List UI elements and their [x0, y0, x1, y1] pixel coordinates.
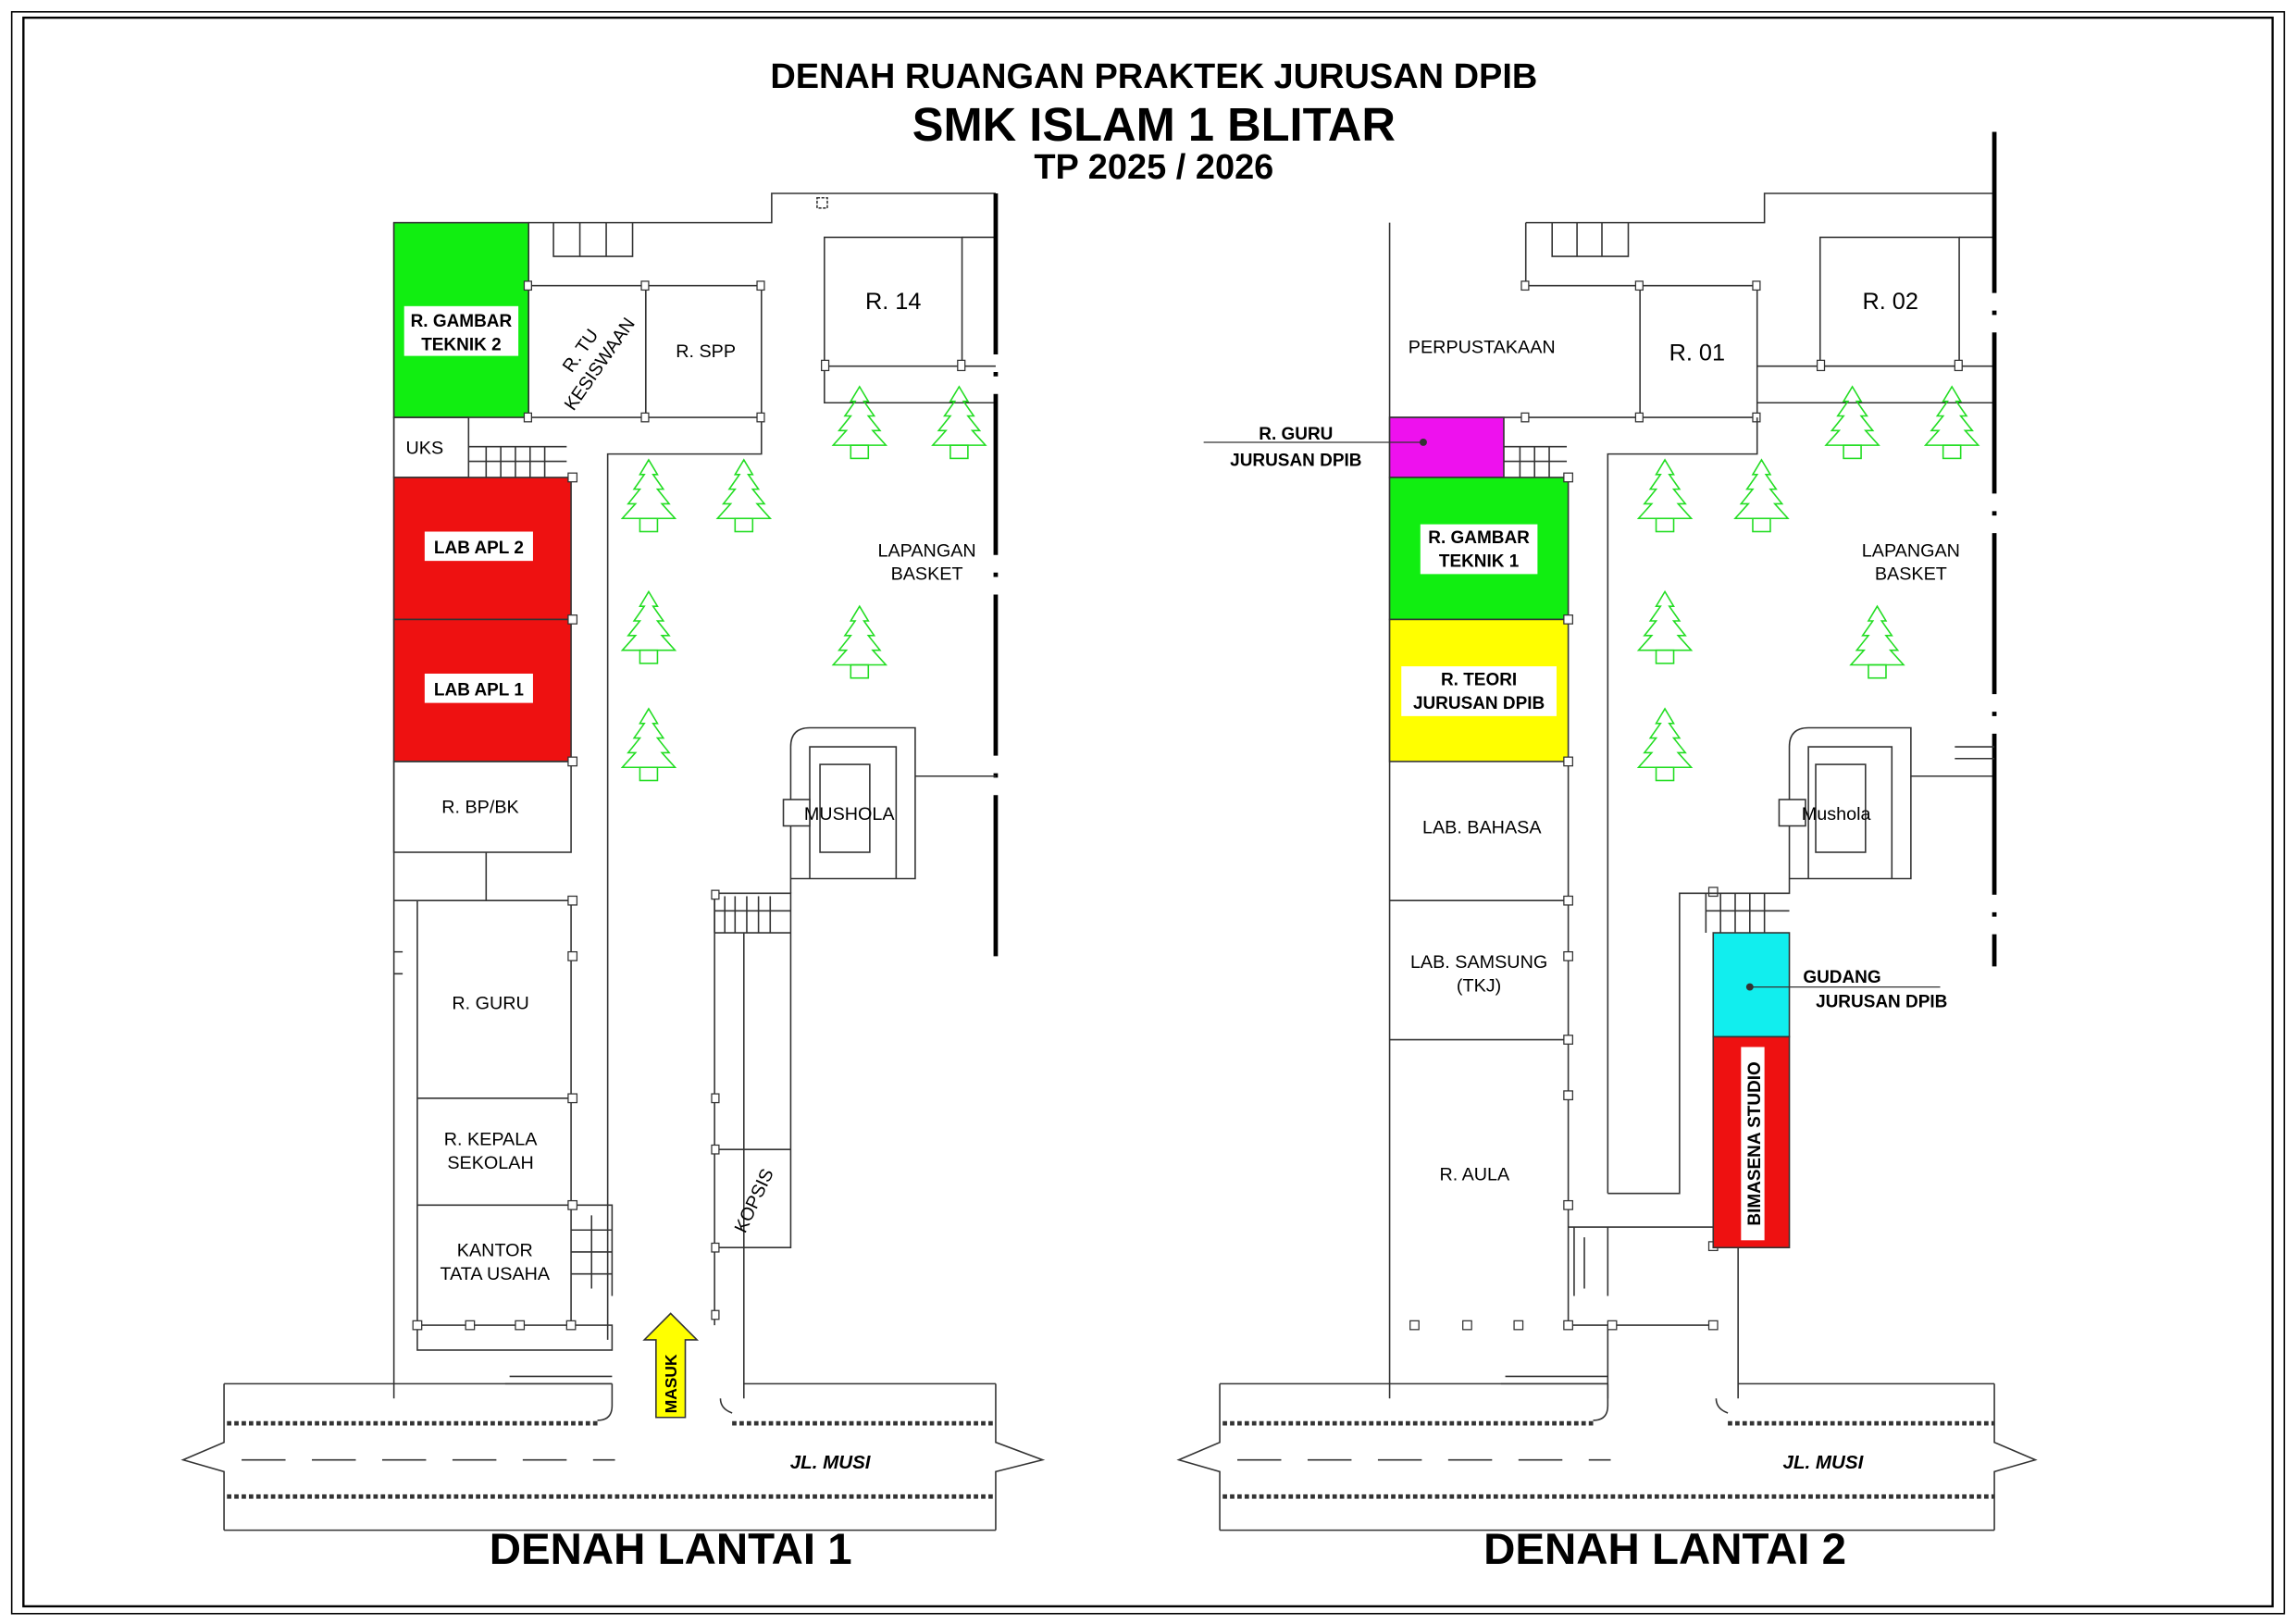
label-lab-apl-2: LAB APL 2 — [434, 539, 524, 558]
inner-border — [22, 16, 2274, 1608]
label-gambar-1-l2: TEKNIK 1 — [1439, 552, 1520, 571]
label-kepsek-l1: R. KEPALA — [444, 1129, 539, 1149]
label-gambar-2-l2: TEKNIK 2 — [421, 335, 501, 354]
street-name-2: JL. MUSI — [1783, 1452, 1865, 1473]
room-guru-jurusan-dpib — [1388, 416, 1505, 478]
label-uks: UKS — [406, 439, 444, 459]
label-lapangan-1-l2: BASKET — [891, 564, 963, 585]
label-masuk: MASUK — [662, 1354, 680, 1413]
label-bpbk: R. BP/BK — [441, 797, 518, 817]
label-gudang-l2: JURUSAN DPIB — [1816, 993, 1947, 1012]
label-gambar-1-l1: R. GAMBAR — [1428, 528, 1530, 548]
label-guru-dpib-l2: JURUSAN DPIB — [1230, 451, 1361, 470]
floor-1-plan: R. GAMBAR TEKNIK 2 R. TU KESISWAAN R. SP… — [180, 192, 1046, 1574]
label-lab-apl-1: LAB APL 1 — [434, 681, 524, 700]
street-1: JL. MUSI — [180, 1382, 1046, 1531]
label-kepsek-l2: SEKOLAH — [447, 1153, 533, 1173]
outer-border — [10, 10, 2286, 1615]
label-r01: R. 01 — [1669, 340, 1725, 366]
label-guru: R. GURU — [452, 993, 528, 1013]
label-bimasena: BIMASENA STUDIO — [1745, 1061, 1765, 1225]
label-samsung-l1: LAB. SAMSUNG — [1410, 952, 1547, 973]
entrance-arrow-icon: MASUK — [642, 1312, 700, 1419]
label-r14: R. 14 — [865, 289, 921, 315]
label-mushola-2: Mushola — [1802, 804, 1871, 824]
floor-2-caption: DENAH LANTAI 2 — [1483, 1525, 1846, 1574]
title-line-2: SMK ISLAM 1 BLITAR — [912, 98, 1396, 151]
label-gambar-2-l1: R. GAMBAR — [411, 312, 513, 331]
title-line-3: TP 2025 / 2026 — [1034, 148, 1273, 187]
label-lapangan-1-l1: LAPANGAN — [877, 540, 975, 561]
label-guru-dpib-l1: R. GURU — [1259, 425, 1333, 444]
label-kantor-l1: KANTOR — [457, 1241, 533, 1261]
label-spp: R. SPP — [676, 341, 736, 362]
label-r02: R. 02 — [1862, 289, 1917, 315]
label-mushola-1: MUSHOLA — [804, 804, 896, 824]
label-aula: R. AULA — [1439, 1164, 1510, 1184]
title-line-1: DENAH RUANGAN PRAKTEK JURUSAN DPIB — [770, 57, 1537, 96]
floor-1-caption: DENAH LANTAI 1 — [490, 1525, 852, 1574]
label-lapangan-2-l2: BASKET — [1875, 564, 1947, 585]
street-2: JL. MUSI — [1176, 1382, 2038, 1531]
label-kopsis: KOPSIS — [731, 1166, 778, 1236]
floor-2-plan: PERPUSTAKAAN R. 01 R. 02 R. GURU JURUSAN… — [1176, 131, 2038, 1574]
label-teori-l1: R. TEORI — [1441, 671, 1517, 690]
label-lab-bahasa: LAB. BAHASA — [1422, 817, 1542, 837]
label-teori-l2: JURUSAN DPIB — [1413, 694, 1545, 713]
street-name-1: JL. MUSI — [790, 1452, 872, 1473]
label-gudang-l1: GUDANG — [1803, 968, 1880, 987]
label-perpustakaan: PERPUSTAKAAN — [1409, 337, 1556, 357]
label-kantor-l2: TATA USAHA — [440, 1264, 550, 1284]
label-samsung-l2: (TKJ) — [1457, 975, 1501, 996]
label-lapangan-2-l1: LAPANGAN — [1862, 540, 1960, 561]
